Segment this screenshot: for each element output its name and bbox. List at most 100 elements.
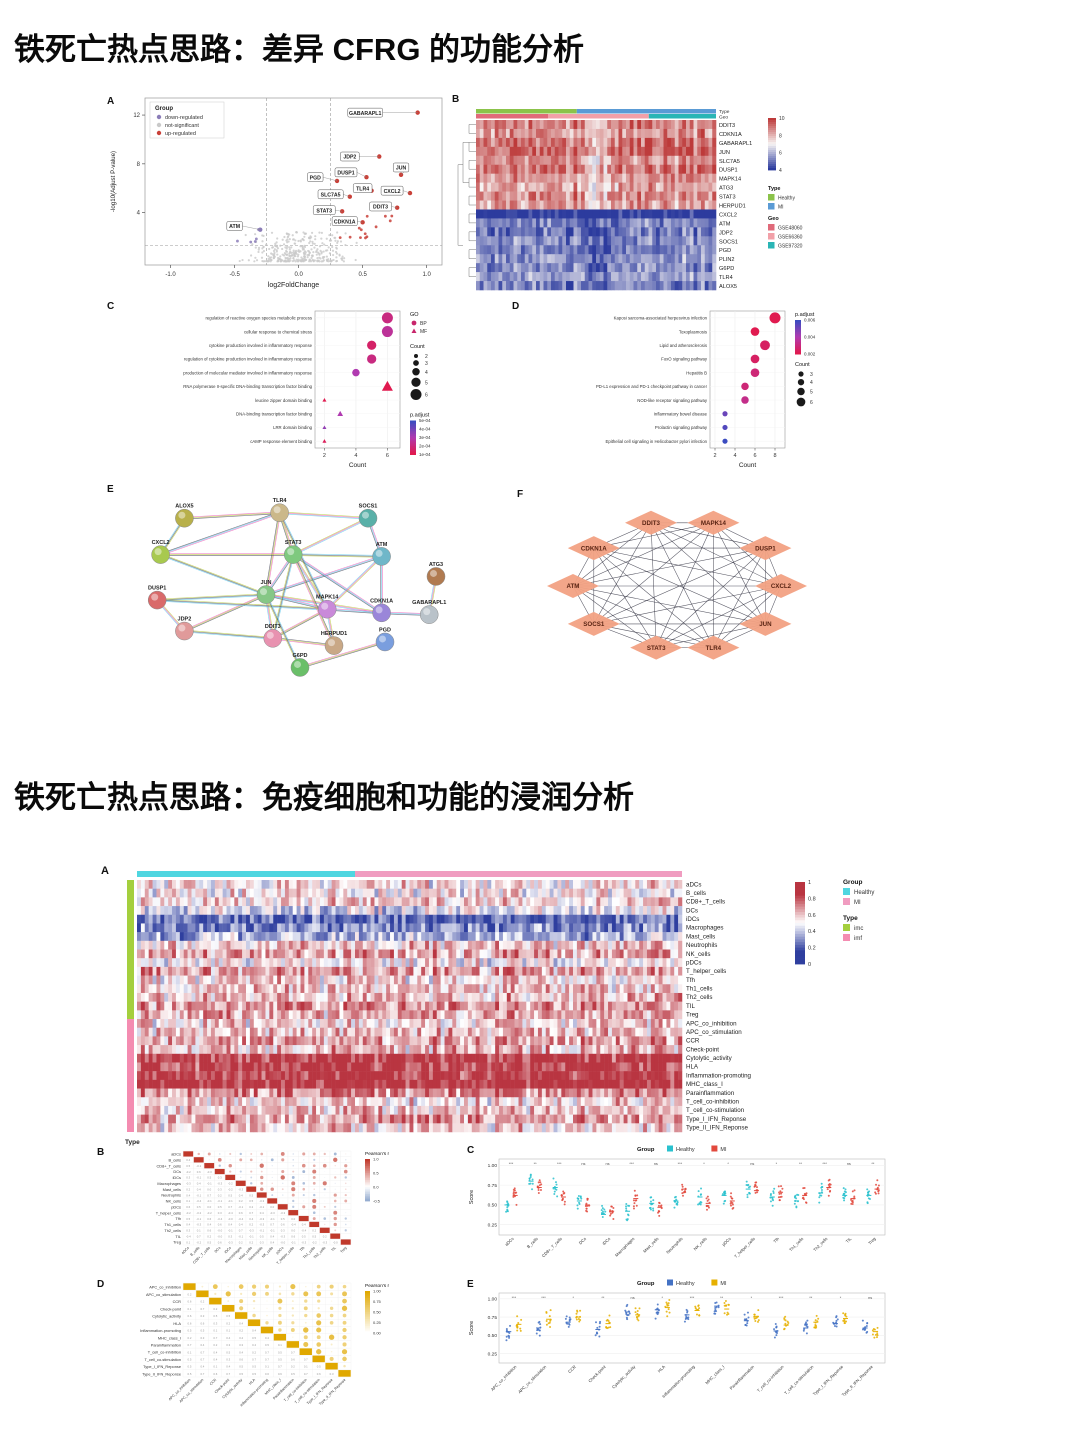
svg-text:FoxO signaling pathway: FoxO signaling pathway bbox=[661, 357, 708, 362]
svg-text:8: 8 bbox=[137, 162, 141, 168]
svg-text:4: 4 bbox=[810, 380, 813, 386]
svg-text:DDIT3: DDIT3 bbox=[373, 205, 388, 211]
svg-text:TLR4: TLR4 bbox=[356, 186, 369, 192]
svg-text:DCs: DCs bbox=[686, 907, 698, 914]
svg-text:3: 3 bbox=[810, 372, 813, 378]
svg-text:Geo: Geo bbox=[719, 115, 728, 121]
svg-text:CDKN1A: CDKN1A bbox=[719, 132, 742, 138]
svg-text:JUN: JUN bbox=[759, 621, 772, 628]
svg-text:4: 4 bbox=[137, 211, 141, 217]
svg-text:Mast_cells: Mast_cells bbox=[686, 933, 715, 940]
svg-text:Macrophages: Macrophages bbox=[686, 925, 724, 932]
svg-text:4e-04: 4e-04 bbox=[419, 427, 431, 432]
svg-text:JDP2: JDP2 bbox=[343, 155, 356, 161]
section2-title: 铁死亡热点思路：免疫细胞和功能的浸润分析 bbox=[14, 780, 634, 815]
svg-text:ATG3: ATG3 bbox=[429, 562, 443, 568]
svg-text:CDKN1A: CDKN1A bbox=[370, 598, 393, 604]
svg-text:Kaposi sarcoma-associated herp: Kaposi sarcoma-associated herpesvirus in… bbox=[614, 316, 708, 321]
svg-text:ALOX5: ALOX5 bbox=[719, 284, 737, 290]
svg-text:5: 5 bbox=[810, 390, 813, 396]
svg-text:production of molecular mediat: production of molecular mediator involve… bbox=[183, 370, 312, 375]
svg-text:cAMP response element binding: cAMP response element binding bbox=[250, 439, 312, 444]
svg-text:12: 12 bbox=[133, 113, 140, 119]
svg-text:-log10(Adjust P-value): -log10(Adjust P-value) bbox=[110, 151, 117, 212]
svg-text:p.adjust: p.adjust bbox=[795, 312, 815, 318]
svg-text:p.adjust: p.adjust bbox=[410, 413, 430, 419]
svg-text:C: C bbox=[107, 301, 114, 312]
svg-text:not-significant: not-significant bbox=[165, 123, 199, 129]
svg-text:SOCS1: SOCS1 bbox=[583, 621, 605, 628]
svg-text:3e-04: 3e-04 bbox=[419, 435, 431, 440]
svg-text:4: 4 bbox=[354, 453, 357, 459]
svg-text:8: 8 bbox=[773, 453, 776, 459]
svg-text:STAT3: STAT3 bbox=[719, 195, 736, 201]
svg-text:ATG3: ATG3 bbox=[719, 186, 733, 192]
svg-text:GABARAPL1: GABARAPL1 bbox=[412, 600, 446, 606]
svg-text:ALOX5: ALOX5 bbox=[175, 504, 193, 510]
svg-text:CD8+_T_cells: CD8+_T_cells bbox=[686, 899, 725, 906]
svg-text:0.004: 0.004 bbox=[804, 335, 816, 340]
svg-text:Count: Count bbox=[739, 462, 757, 469]
svg-text:Type: Type bbox=[768, 186, 780, 192]
svg-text:Count: Count bbox=[349, 462, 367, 469]
svg-text:NOD-like receptor signaling pa: NOD-like receptor signaling pathway bbox=[637, 398, 708, 403]
svg-text:0.002: 0.002 bbox=[804, 352, 816, 357]
svg-text:ATM: ATM bbox=[229, 224, 240, 230]
svg-text:Type: Type bbox=[719, 109, 730, 115]
svg-text:CDKN1A: CDKN1A bbox=[581, 545, 607, 552]
svg-text:6: 6 bbox=[779, 151, 782, 157]
svg-text:SOCS1: SOCS1 bbox=[719, 239, 738, 245]
svg-text:cellular response to chemical: cellular response to chemical stress bbox=[244, 329, 312, 334]
deg-heatmap: BTypeGeoDDIT3CDKN1AGABARAPL1JUNSLC7A5DUS… bbox=[452, 94, 803, 291]
svg-text:2: 2 bbox=[323, 453, 326, 459]
svg-text:HERPUD1: HERPUD1 bbox=[321, 631, 347, 637]
svg-text:MAPK14: MAPK14 bbox=[701, 520, 727, 527]
svg-text:PGD: PGD bbox=[379, 627, 391, 633]
svg-text:regulation of reactive oxygen: regulation of reactive oxygen species me… bbox=[205, 316, 312, 321]
svg-text:6: 6 bbox=[425, 393, 428, 399]
svg-text:PGD: PGD bbox=[719, 248, 731, 254]
svg-text:STAT3: STAT3 bbox=[316, 208, 332, 214]
svg-text:1e-04: 1e-04 bbox=[419, 452, 431, 457]
svg-text:GSE48060: GSE48060 bbox=[778, 226, 803, 232]
svg-text:GSE66360: GSE66360 bbox=[778, 235, 803, 241]
svg-text:DUSP1: DUSP1 bbox=[719, 168, 738, 174]
svg-text:Tfh: Tfh bbox=[686, 977, 695, 984]
svg-text:1.0: 1.0 bbox=[422, 272, 431, 278]
svg-text:SLC7A5: SLC7A5 bbox=[321, 192, 341, 198]
svg-text:STAT3: STAT3 bbox=[647, 645, 666, 652]
svg-text:Type: Type bbox=[125, 1139, 140, 1146]
svg-text:LRR domain binding: LRR domain binding bbox=[273, 425, 313, 430]
svg-text:MAPK14: MAPK14 bbox=[719, 177, 741, 183]
svg-text:JDP2: JDP2 bbox=[178, 617, 192, 623]
svg-text:5: 5 bbox=[425, 380, 428, 386]
svg-text:2: 2 bbox=[425, 354, 428, 360]
svg-text:Th2_cells: Th2_cells bbox=[686, 994, 712, 1001]
svg-text:Healthy: Healthy bbox=[778, 196, 795, 202]
svg-text:MI: MI bbox=[778, 205, 784, 211]
svg-text:RNA polymerase II-specific DNA: RNA polymerase II-specific DNA-binding t… bbox=[183, 384, 312, 389]
svg-text:A: A bbox=[107, 96, 114, 107]
svg-text:Prolactin signaling pathway: Prolactin signaling pathway bbox=[655, 425, 708, 430]
svg-text:0.0: 0.0 bbox=[294, 272, 303, 278]
svg-text:APC_co_stimulation: APC_co_stimulation bbox=[686, 1029, 742, 1036]
svg-text:Geo: Geo bbox=[768, 216, 779, 222]
svg-text:pDCs: pDCs bbox=[686, 959, 701, 966]
svg-text:DDIT3: DDIT3 bbox=[642, 520, 660, 527]
svg-text:TLR4: TLR4 bbox=[719, 275, 733, 281]
svg-text:4: 4 bbox=[425, 370, 428, 376]
svg-text:CDKN1A: CDKN1A bbox=[334, 219, 356, 225]
svg-text:6: 6 bbox=[753, 453, 756, 459]
svg-text:APC_co_inhibition: APC_co_inhibition bbox=[686, 1020, 737, 1027]
svg-text:DDIT3: DDIT3 bbox=[265, 624, 281, 630]
svg-text:8: 8 bbox=[779, 133, 782, 139]
svg-text:GSE97320: GSE97320 bbox=[778, 244, 803, 250]
